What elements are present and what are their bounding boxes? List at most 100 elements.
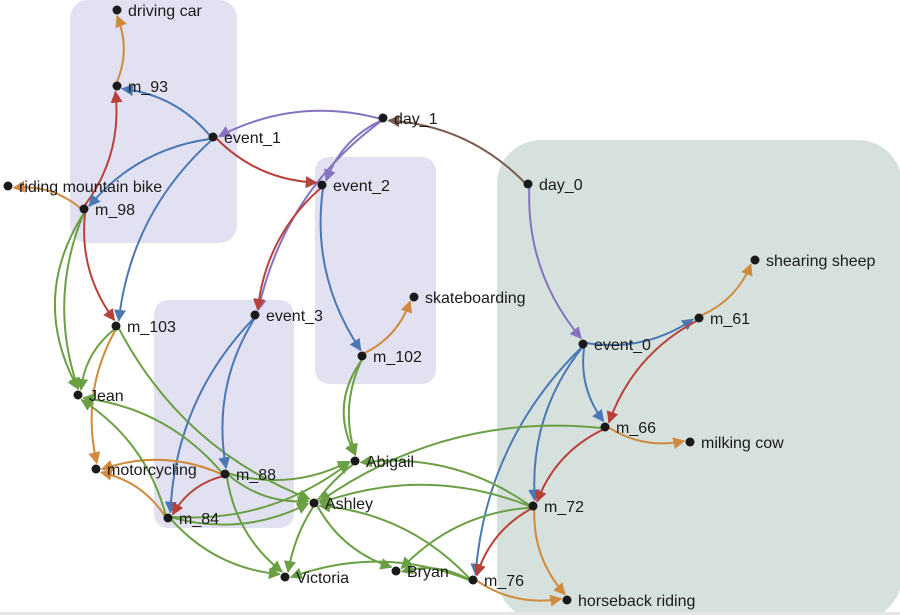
- node-m-98[interactable]: m_98: [79, 202, 136, 219]
- node-label: m_61: [710, 311, 750, 328]
- node-abigail[interactable]: Abigail: [350, 454, 415, 471]
- node-label: shearing sheep: [766, 253, 876, 270]
- edge-m_98-to-jean: [53, 212, 85, 391]
- node-label: motorcycling: [107, 462, 197, 479]
- node-event-3[interactable]: event_3: [250, 308, 324, 325]
- node-victoria[interactable]: Victoria: [280, 570, 350, 587]
- edge-event_3-to-m_88: [218, 318, 256, 470]
- edge-day_1-to-event_3: [254, 120, 382, 312]
- edge-m_61-to-shearing_sheep: [701, 263, 753, 317]
- node-skateboarding[interactable]: skateboarding: [409, 290, 526, 307]
- edge-m_76-to-ashley: [318, 500, 471, 579]
- node-label: Jean: [89, 388, 124, 405]
- node-label: Ashley: [325, 496, 373, 513]
- edge-event_1-to-m_103: [113, 139, 212, 322]
- node-dot: [562, 595, 572, 605]
- node-label: day_0: [539, 177, 583, 194]
- edge-m_88-to-ashley: [228, 474, 310, 508]
- node-dot: [208, 132, 218, 142]
- node-dot: [694, 313, 704, 323]
- node-ashley[interactable]: Ashley: [309, 496, 374, 513]
- node-event-1[interactable]: event_1: [208, 130, 282, 147]
- node-label: m_84: [179, 511, 219, 528]
- node-m-84[interactable]: m_84: [163, 511, 220, 528]
- node-event-2[interactable]: event_2: [317, 178, 391, 195]
- edge-m_76-to-horseback_riding: [476, 580, 563, 607]
- edge-m_84-to-ashley: [171, 502, 310, 526]
- node-jean[interactable]: Jean: [73, 388, 124, 405]
- node-m-76[interactable]: m_76: [468, 573, 525, 590]
- node-label: Bryan: [407, 564, 449, 581]
- edge-ashley-to-bryan: [316, 505, 393, 570]
- node-m-72[interactable]: m_72: [528, 499, 585, 516]
- node-dot: [112, 5, 122, 15]
- edge-m_72-to-horseback_riding: [533, 509, 566, 596]
- node-shearing-sheep[interactable]: shearing sheep: [750, 253, 876, 270]
- edge-m_88-to-motorcycling: [100, 458, 222, 475]
- node-label: Victoria: [296, 570, 349, 587]
- edge-m_93-to-driving_car: [115, 14, 127, 83]
- edge-event_1-to-m_93: [121, 84, 211, 136]
- edge-m_98-to-jean: [63, 212, 85, 391]
- edge-m_88-to-abigail: [228, 460, 351, 482]
- node-dot: [750, 255, 760, 265]
- node-label: m_76: [484, 573, 524, 590]
- node-dot: [378, 113, 388, 123]
- node-label: skateboarding: [425, 290, 526, 307]
- edge-m_66-to-milking_cow: [608, 426, 686, 450]
- node-dot: [73, 390, 83, 400]
- node-label: Abigail: [366, 454, 414, 471]
- node-m-66[interactable]: m_66: [600, 420, 657, 437]
- node-event-0[interactable]: event_0: [578, 337, 652, 354]
- edge-m_61-to-m_66: [606, 320, 697, 424]
- node-dot: [350, 456, 360, 466]
- node-m-93[interactable]: m_93: [112, 79, 169, 96]
- node-label: event_0: [594, 337, 651, 354]
- node-horseback-riding[interactable]: horseback riding: [562, 593, 696, 610]
- node-dot: [317, 180, 327, 190]
- node-motorcycling[interactable]: motorcycling: [91, 462, 197, 479]
- edge-m_76-to-bryan: [400, 562, 470, 581]
- edge-day_1-to-event_2: [324, 120, 381, 182]
- node-m-61[interactable]: m_61: [694, 311, 751, 328]
- node-milking-cow[interactable]: milking cow: [685, 435, 785, 452]
- node-dot: [163, 513, 173, 523]
- node-bryan[interactable]: Bryan: [391, 564, 449, 581]
- node-day-1[interactable]: day_1: [378, 111, 438, 128]
- edge-day_0-to-day_1: [387, 115, 526, 184]
- group-event-3: [154, 300, 294, 528]
- node-m-103[interactable]: m_103: [111, 319, 177, 336]
- node-dot: [600, 422, 610, 432]
- node-label: day_1: [394, 111, 438, 128]
- edge-day_0-to-event_0: [528, 187, 582, 340]
- edge-m_102-to-abigail: [342, 359, 363, 457]
- edge-m_84-to-jean: [80, 399, 167, 516]
- edge-m_66-to-ashley: [318, 424, 602, 503]
- node-m-88[interactable]: m_88: [220, 467, 277, 484]
- node-day-0[interactable]: day_0: [523, 177, 583, 194]
- node-dot: [3, 181, 13, 191]
- node-dot: [409, 292, 419, 302]
- edge-m_66-to-m_72: [535, 429, 603, 503]
- node-dot: [79, 204, 89, 214]
- node-label: m_98: [95, 202, 135, 219]
- edge-m_88-to-m_84: [171, 475, 223, 516]
- node-dot: [111, 321, 121, 331]
- node-label: event_2: [333, 178, 390, 195]
- node-label: milking cow: [701, 435, 784, 452]
- edge-event_0-to-m_76: [470, 346, 583, 576]
- node-label: driving car: [128, 3, 202, 20]
- group-event-2: [315, 157, 436, 384]
- edge-m_84-to-motorcycling: [99, 468, 166, 517]
- bottom-edge: [0, 612, 900, 615]
- node-riding-mountain-bike[interactable]: riding mountain bike: [3, 179, 163, 196]
- node-m-102[interactable]: m_102: [357, 349, 423, 366]
- node-dot: [357, 351, 367, 361]
- edge-m_72-to-bryan: [400, 506, 530, 570]
- node-label: m_102: [373, 349, 422, 366]
- edge-day_1-to-event_1: [217, 109, 380, 138]
- node-label: m_103: [127, 319, 176, 336]
- node-driving-car[interactable]: driving car: [112, 3, 203, 20]
